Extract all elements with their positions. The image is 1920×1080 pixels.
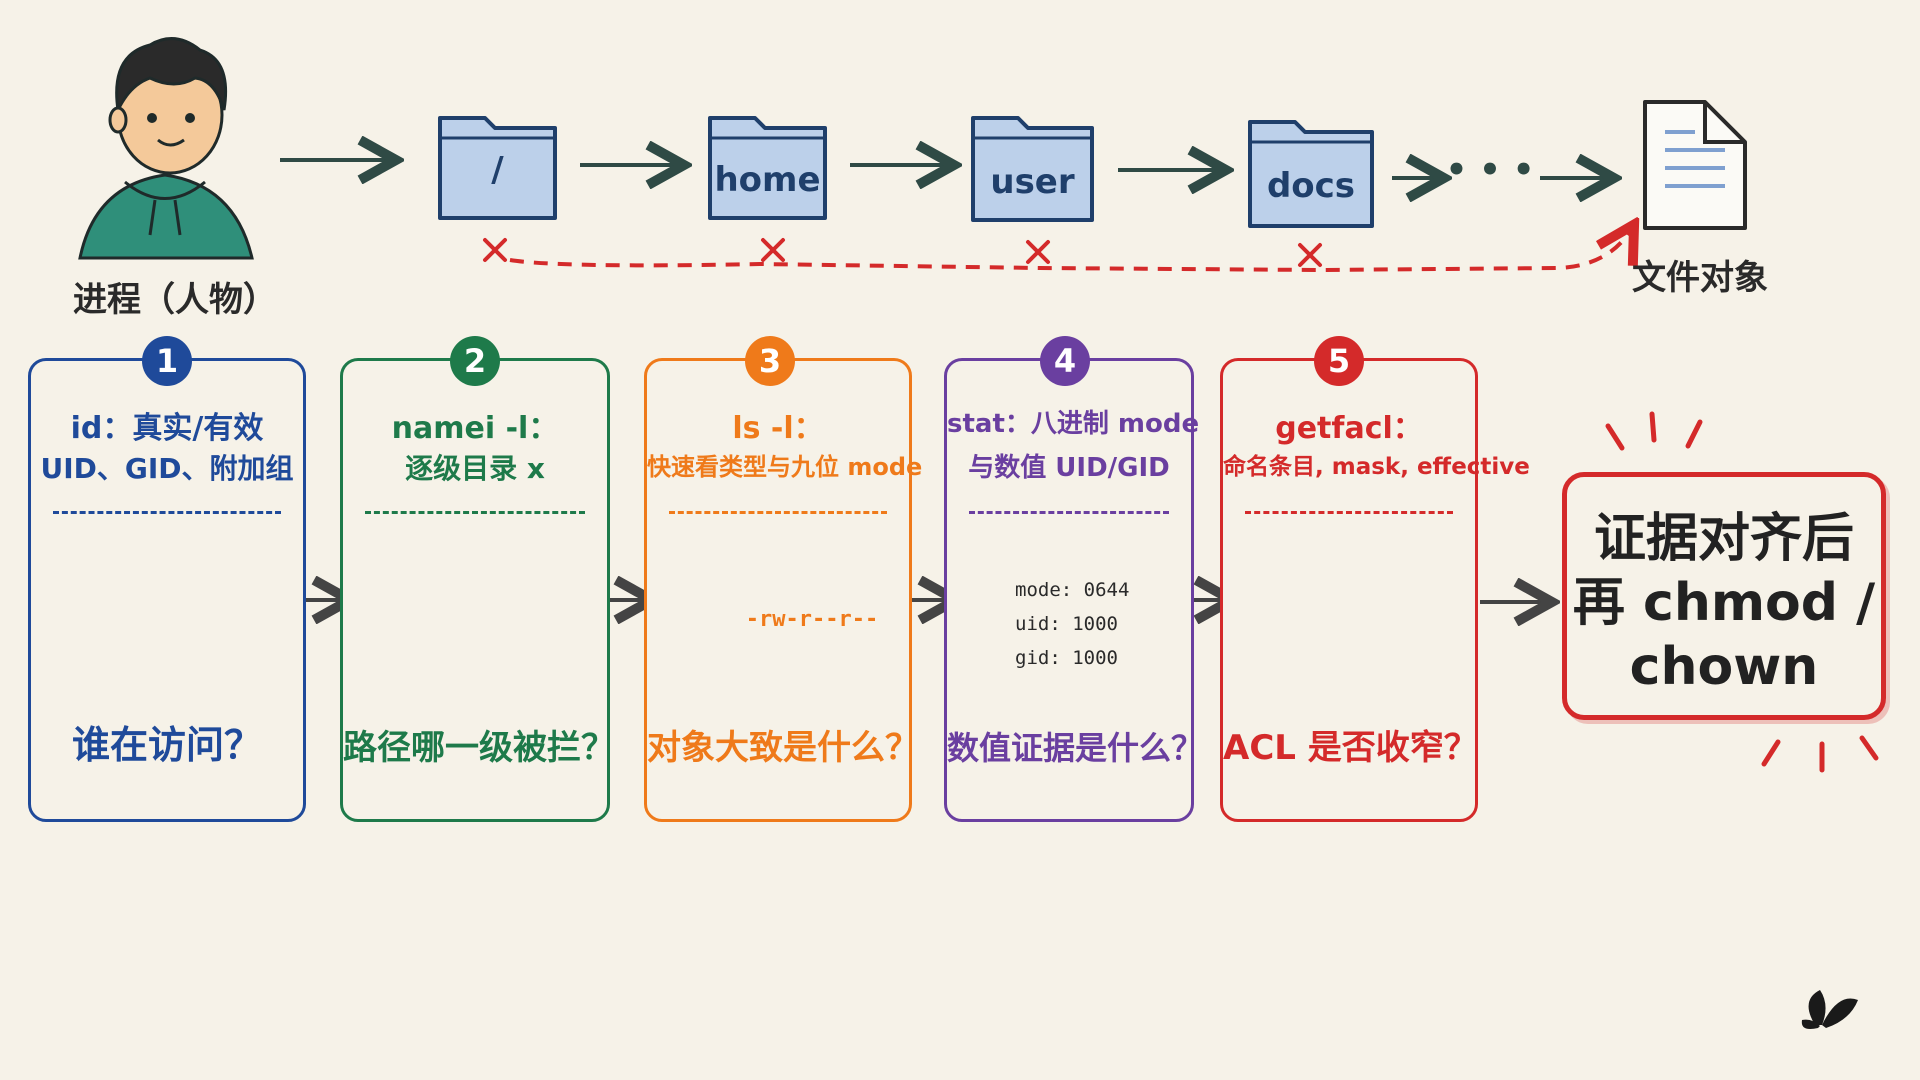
butterfly-logo-icon: [1801, 990, 1858, 1029]
step-3-subtitle: 快速看类型与九位 mode: [647, 453, 923, 481]
final-line-2: 再 chmod /: [1572, 573, 1876, 633]
step-2-divider: [365, 511, 585, 514]
step-2-badge: 2: [450, 336, 500, 386]
step-4-question: 数值证据是什么？: [947, 729, 1204, 767]
permission-string: -rw-r--r--: [745, 607, 879, 632]
step-4-title: stat：八进制 mode: [947, 409, 1200, 439]
final-line-3: chown: [1629, 637, 1819, 697]
step-1-title: id：真实/有效: [70, 411, 264, 446]
step-4-badge: 4: [1040, 336, 1090, 386]
step-4-divider: [969, 511, 1169, 514]
step-5-title: getfacl：: [1275, 411, 1423, 446]
emphasis-strokes: [1605, 411, 1879, 773]
step-2-title: namei -l：: [391, 411, 559, 446]
folder-root-label: /: [491, 150, 504, 190]
step-1-question: 谁在访问？: [71, 723, 262, 767]
file-document-icon: [1643, 100, 1747, 230]
folder-docs-icon: [1248, 120, 1374, 228]
step-card-2: namei -l： 逐级目录 x 路径哪一级被拦？: [340, 358, 615, 822]
clipboard-gid-line: gid: 1000: [1015, 647, 1118, 669]
step-card-4: stat：八进制 mode 与数值 UID/GID mode: 0644 uid…: [944, 358, 1204, 822]
step-3-divider: [669, 511, 887, 514]
folder-user-icon: [971, 116, 1094, 222]
step-5-badge: 5: [1314, 336, 1364, 386]
blocked-dashed-path: [509, 228, 1632, 273]
step-2-subtitle: 逐级目录 x: [405, 452, 545, 485]
step-5-question: ACL 是否收窄？: [1223, 728, 1478, 768]
file-object-label: 文件对象: [1632, 258, 1768, 298]
step-3-question: 对象大致是什么？: [647, 728, 919, 768]
path-ellipsis: • • •: [1445, 150, 1535, 190]
folder-docs-label: docs: [1266, 166, 1356, 206]
step-5-divider: [1245, 511, 1453, 514]
folder-user-label: user: [990, 162, 1075, 202]
step-4-subtitle: 与数值 UID/GID: [968, 453, 1170, 483]
step-1-badge: 1: [142, 336, 192, 386]
step-card-1: id：真实/有效 UID、GID、附加组 谁在访问？: [28, 358, 306, 822]
top-path-arrows: [280, 160, 1610, 178]
step-card-5: getfacl： 命名条目, mask, effective ACL 是否收窄？: [1220, 358, 1530, 822]
step-3-badge: 3: [745, 336, 795, 386]
step-1-divider: [53, 511, 281, 514]
folder-home-label: home: [714, 160, 821, 200]
clipboard-uid-line: uid: 1000: [1015, 613, 1118, 635]
final-conclusion-box: 证据对齐后 再 chmod / chown: [1562, 472, 1886, 720]
step-5-subtitle: 命名条目, mask, effective: [1223, 454, 1530, 480]
clipboard-mode-line: mode: 0644: [1015, 579, 1130, 601]
step-3-title: ls -l：: [732, 411, 824, 446]
final-line-1: 证据对齐后: [1593, 509, 1854, 569]
folder-home-icon: [708, 116, 827, 220]
folder-root-icon: [438, 116, 557, 220]
process-label: 进程（人物）: [73, 280, 277, 320]
person-icon: [78, 37, 254, 260]
blocked-x-marks: [483, 238, 1322, 267]
step-2-question: 路径哪一级被拦？: [343, 728, 615, 768]
step-1-subtitle: UID、GID、附加组: [40, 452, 294, 485]
step-card-3: ls -l： 快速看类型与九位 mode -rw-r--r-- 对象大致是什么？: [644, 358, 923, 822]
